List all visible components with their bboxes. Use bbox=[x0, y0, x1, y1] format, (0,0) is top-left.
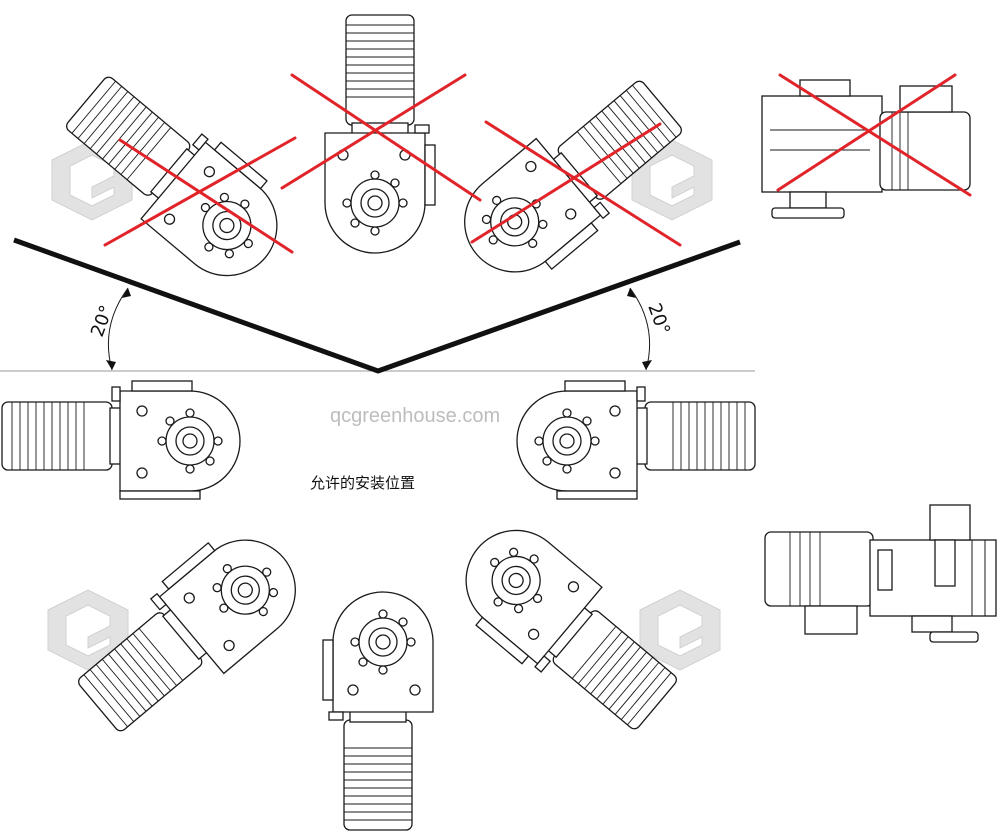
watermark-text: qcgreenhouse.com bbox=[330, 405, 500, 427]
side-view-top bbox=[761, 79, 971, 219]
motor-middle-right bbox=[517, 381, 755, 500]
motor-middle-left bbox=[2, 381, 240, 500]
angle-label-left: 20° bbox=[87, 303, 118, 340]
angle-label-right: 20° bbox=[643, 301, 674, 338]
not-allowed-cross bbox=[776, 73, 972, 197]
motor-bottom-center bbox=[323, 592, 433, 830]
not-allowed-cross bbox=[103, 136, 297, 254]
not-allowed-cross bbox=[280, 73, 482, 202]
allowed-positions-label: 允许的安装位置 bbox=[310, 474, 415, 492]
angle-arc-right bbox=[629, 287, 651, 371]
tilt-limit-line bbox=[13, 237, 741, 374]
angle-arc-left bbox=[107, 287, 129, 371]
arrow-head-icon bbox=[627, 288, 636, 298]
not-allowed-cross bbox=[470, 120, 682, 247]
arrow-head-icon bbox=[106, 360, 116, 370]
arrow-head-icon bbox=[122, 288, 131, 298]
arrow-head-icon bbox=[642, 360, 652, 370]
side-view-bottom bbox=[764, 504, 997, 643]
